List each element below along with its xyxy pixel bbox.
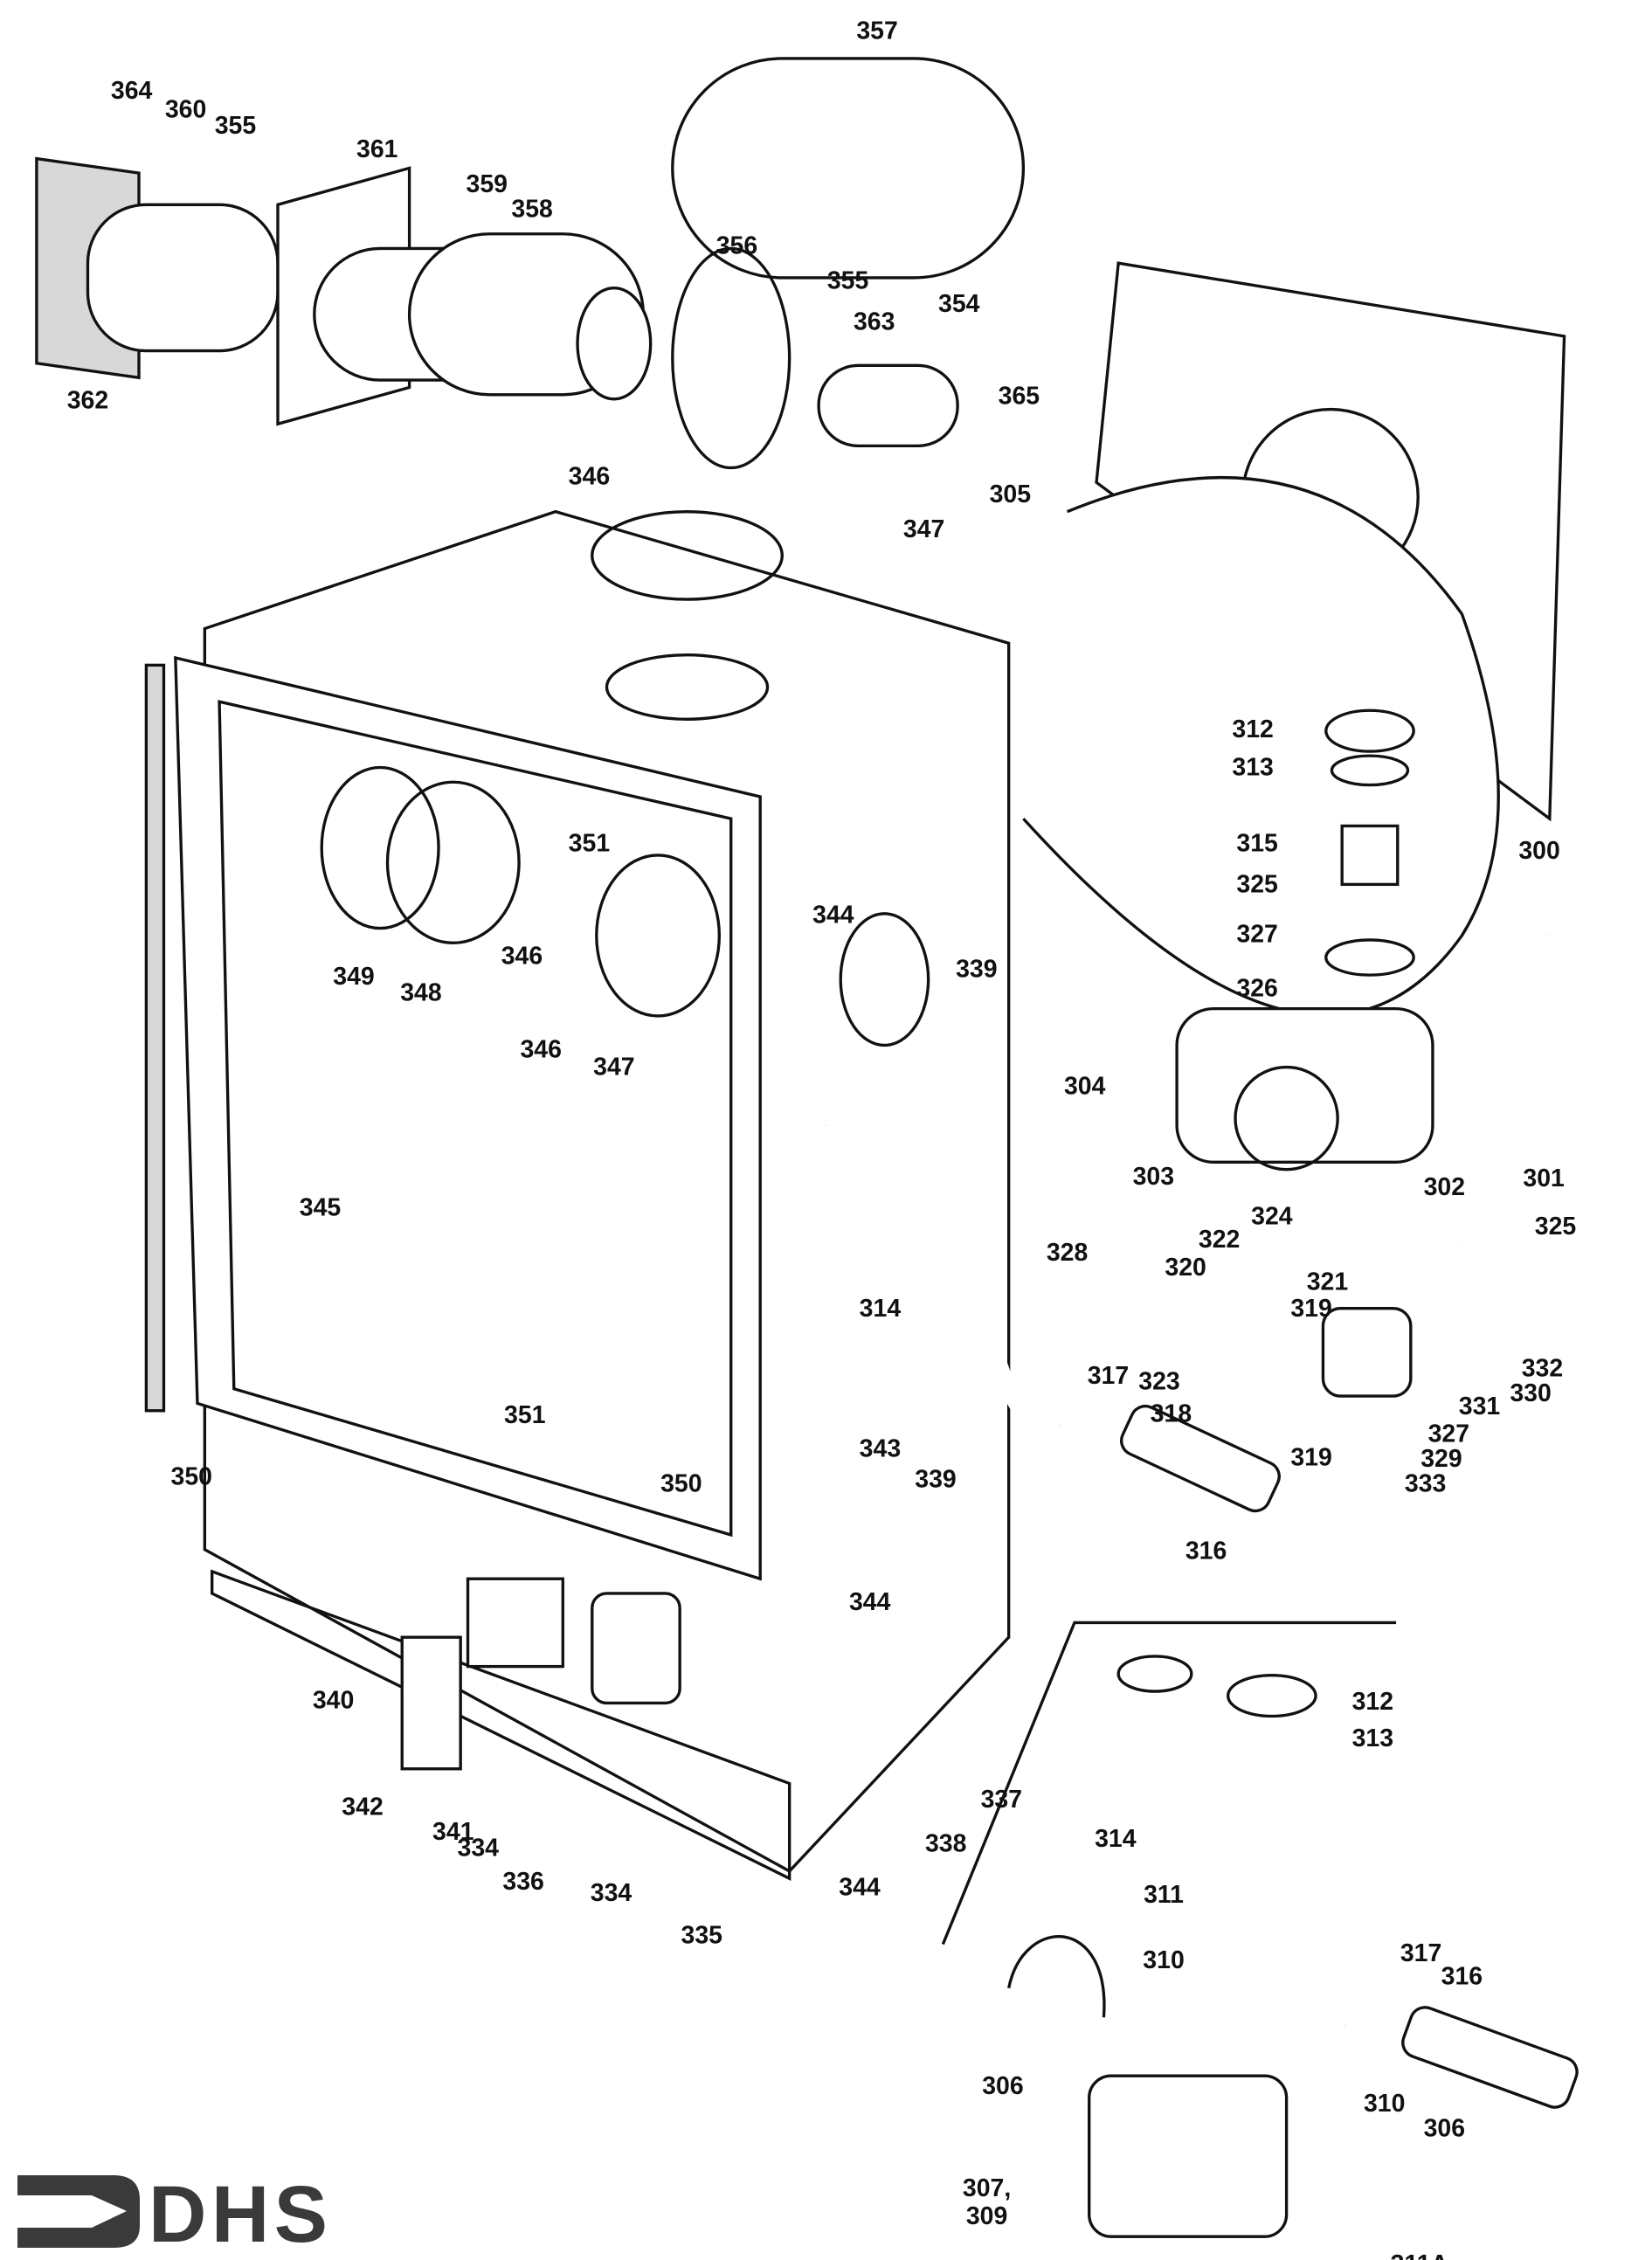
part-label: 363 — [854, 308, 895, 335]
part-label: 311 — [1144, 1881, 1184, 1909]
part-label: 344 — [812, 902, 854, 930]
logo-text: DHS — [149, 2170, 328, 2252]
part-label: 339 — [915, 1466, 956, 1494]
part-label: 348 — [400, 978, 441, 1006]
part-label: 324 — [1251, 1202, 1293, 1230]
part-label: 347 — [593, 1054, 634, 1082]
part-label: 329 — [1420, 1445, 1462, 1473]
part-label: 314 — [860, 1295, 902, 1323]
part-label: 344 — [839, 1873, 881, 1901]
part-label: 313 — [1352, 1724, 1393, 1752]
dhs-logo: DHS — [17, 2170, 328, 2252]
part-label: 325 — [1236, 871, 1278, 899]
part-label: 346 — [501, 943, 543, 971]
part-label: 318 — [1151, 1400, 1192, 1427]
flue-assembly — [35, 57, 1026, 470]
part-label: 339 — [956, 956, 997, 984]
part-label: 355 — [215, 112, 257, 140]
part-label: 350 — [660, 1470, 702, 1498]
part-label: 337 — [981, 1786, 1022, 1814]
part-label: 306 — [1424, 2115, 1465, 2143]
boiler-cabinet — [144, 509, 1011, 1881]
part-label: 317 — [1400, 1939, 1441, 1967]
part-label: 358 — [511, 195, 552, 223]
part-label: 336 — [502, 1868, 543, 1896]
part-label: 354 — [938, 290, 980, 318]
part-label: 326 — [1236, 974, 1277, 1002]
part-label: 333 — [1405, 1470, 1446, 1498]
part-number-labels: 357 364 360 355 361 359 358 356 355 354 … — [67, 17, 1577, 2260]
part-label: 314 — [1095, 1825, 1137, 1853]
part-label: 347 — [903, 515, 944, 543]
part-label: 364 — [111, 77, 153, 105]
part-label: 304 — [1064, 1072, 1106, 1100]
part-label: 327 — [1428, 1420, 1469, 1448]
part-label: 317 — [1088, 1362, 1129, 1390]
part-label: 346 — [520, 1036, 561, 1064]
part-label: 300 — [1518, 837, 1559, 865]
part-label: 328 — [1047, 1239, 1088, 1267]
part-label: 351 — [569, 830, 611, 858]
part-label: 365 — [999, 383, 1040, 411]
part-label: 342 — [342, 1793, 383, 1821]
back-plate — [1022, 261, 1566, 1017]
part-label: 303 — [1133, 1163, 1174, 1191]
part-label: 351 — [504, 1401, 546, 1429]
part-label: 312 — [1352, 1688, 1393, 1716]
part-label: 327 — [1236, 920, 1277, 948]
part-label: 325 — [1535, 1213, 1577, 1241]
part-label: 301 — [1523, 1165, 1565, 1192]
part-label: 323 — [1138, 1368, 1179, 1396]
inset-alternative-pipework — [941, 1621, 1579, 2238]
part-label: 310 — [1143, 1946, 1184, 1974]
part-label: 313 — [1232, 754, 1273, 782]
part-label: 319 — [1290, 1444, 1331, 1472]
part-label: 356 — [716, 232, 757, 259]
part-label: 346 — [569, 463, 610, 491]
part-label: 322 — [1199, 1226, 1240, 1254]
arrow-logo-icon — [17, 2175, 140, 2248]
part-label: 311A — [1391, 2250, 1448, 2260]
part-label: 307, — [963, 2174, 1011, 2202]
part-label: 350 — [171, 1462, 212, 1490]
part-label: 320 — [1165, 1254, 1206, 1282]
part-label: 344 — [849, 1588, 891, 1616]
part-label: 309 — [966, 2202, 1007, 2230]
part-label: 340 — [313, 1686, 354, 1714]
part-label: 362 — [67, 387, 108, 415]
part-label: 305 — [990, 480, 1032, 508]
part-label: 315 — [1236, 830, 1278, 858]
part-label: 306 — [982, 2072, 1023, 2100]
part-label: 334 — [591, 1879, 632, 1907]
part-label: 338 — [925, 1829, 966, 1857]
part-label: 335 — [681, 1922, 723, 1950]
part-label: 343 — [860, 1434, 901, 1462]
part-label: 316 — [1441, 1963, 1483, 1991]
part-label: 345 — [300, 1193, 342, 1221]
part-label: 341 — [432, 1818, 474, 1846]
part-label: 310 — [1364, 2090, 1405, 2118]
part-label: 359 — [467, 170, 508, 198]
part-label: 331 — [1459, 1393, 1501, 1420]
part-label: 357 — [856, 17, 897, 45]
part-label: 334 — [458, 1834, 500, 1862]
part-label: 330 — [1510, 1379, 1551, 1407]
part-label: 332 — [1522, 1354, 1563, 1382]
part-label: 355 — [827, 266, 869, 294]
part-label: 360 — [165, 96, 206, 124]
part-label: 361 — [356, 135, 398, 163]
part-label: 349 — [333, 963, 374, 991]
part-label: 302 — [1424, 1173, 1465, 1201]
part-label: 321 — [1307, 1268, 1349, 1296]
part-label: 319 — [1290, 1295, 1331, 1323]
pump-assembly — [819, 708, 1554, 1513]
part-label: 316 — [1185, 1538, 1227, 1565]
part-label: 312 — [1232, 715, 1273, 743]
